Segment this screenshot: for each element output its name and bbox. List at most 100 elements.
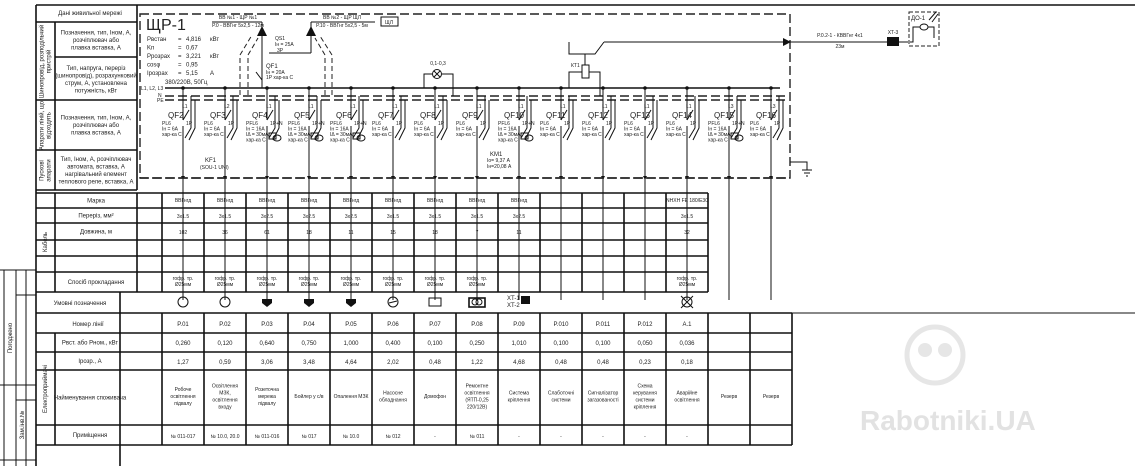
consumer-name: керування: [633, 391, 657, 397]
cable-row-label: Переріз, мм²: [78, 214, 113, 220]
param-unit: кВт: [210, 37, 219, 43]
breaker-poles: 1P: [396, 121, 403, 127]
breaker-phase: L1: [392, 104, 398, 110]
panel-voltage: 380/220В, 50Гц: [165, 80, 208, 86]
detector-icon: [919, 23, 929, 31]
line-number: P.010: [554, 322, 570, 328]
breaker-spec: Iн = 6А: [624, 127, 641, 133]
signal-lamp: 0,1-0,3: [423, 61, 454, 96]
consumer-name: Система: [509, 391, 529, 397]
group-busbar: Шинопровід, розподільчий пристрій: [38, 24, 52, 98]
breaker-spec: PL6: [204, 121, 213, 127]
consumer-name: 220/12В): [467, 405, 488, 411]
feeder-2-source: ВВ №2 - ЩР ЩЛ: [323, 15, 361, 21]
feeder-1-source: ВВ №1 - ЩР №1: [219, 15, 257, 21]
cable-method: гофр. тр.: [341, 276, 362, 282]
line-power: 1,000: [343, 341, 359, 347]
breaker-phase: L1: [560, 104, 566, 110]
breaker-spec: Iн = 6А: [204, 127, 221, 133]
breaker-poles: 1P+N: [270, 121, 283, 127]
breaker-spec: хар-ка C: [456, 132, 476, 138]
cable-mark: ВВГнгд: [217, 198, 233, 204]
line-power: 0,100: [553, 341, 569, 347]
breaker-spec: хар-ка С: [288, 138, 308, 144]
emergency-lamp-icon: [680, 295, 694, 309]
qs1-rating: Iн = 25А: [275, 42, 294, 48]
cable-length: 32: [684, 230, 690, 236]
feeder-2-cable: Р.10 - ВВГнг 5х2,5 - 5м: [316, 23, 368, 29]
breaker-spec: PFL6: [246, 121, 258, 127]
param-value: 0,67: [186, 46, 198, 52]
consumer-name: Резерв: [763, 394, 780, 400]
param-key: Iрозрах: [147, 71, 168, 77]
breaker-name: QF6: [336, 111, 352, 120]
breaker-spec: хар-ка C: [624, 132, 644, 138]
param-key: Pвстан: [147, 37, 166, 43]
cable-method: Ø25мм: [301, 282, 318, 288]
cable-method: гофр. тр.: [257, 276, 278, 282]
breaker-spec: хар-ка С: [246, 138, 266, 144]
consumer-name: Сигналізатор: [588, 391, 619, 397]
socket-icon: [346, 299, 356, 307]
cable-method: Ø25мм: [469, 282, 486, 288]
breaker-poles: 1P: [438, 121, 445, 127]
breaker-spec: PL6: [414, 121, 423, 127]
breaker-spec: хар-ка C: [666, 132, 686, 138]
qf1-char: 1P хар-ка С: [266, 75, 294, 81]
line-number: P.04: [303, 322, 315, 328]
relay-kt1: КТ1: [568, 38, 791, 96]
breaker-spec: хар-ка С: [708, 138, 728, 144]
param-eq: =: [178, 63, 182, 69]
param-eq: =: [178, 37, 182, 43]
breaker-spec: PL6: [162, 121, 171, 127]
consumer-name: входу: [218, 405, 232, 411]
param-key: Kп: [147, 46, 154, 52]
breaker-name: QF11: [546, 111, 566, 120]
cable-section: 3x1.5: [429, 214, 441, 220]
param-unit: кВт: [210, 54, 219, 60]
line-current: 0,23: [639, 360, 651, 366]
breaker-spec: Iн = 16А: [708, 127, 727, 133]
line-room: № 10.0: [343, 434, 360, 440]
breaker-name: QF16: [756, 111, 777, 120]
breaker-spec: PL6: [372, 121, 381, 127]
consumer-row-label: Найменування споживача: [54, 395, 127, 402]
group-consumers: Електроприймачі: [42, 365, 49, 413]
cable-length: 61: [264, 230, 270, 236]
cable-mark: NHXH FE 180/E30: [666, 198, 708, 204]
ground-icon: [790, 161, 812, 177]
breaker-name: QF15: [714, 111, 735, 120]
busbar-row2-label: потужність, кВт: [75, 88, 118, 94]
lamp-icon: [219, 296, 231, 308]
line-number: P.08: [471, 322, 483, 328]
breaker-phase: L1: [308, 104, 314, 110]
cable-method: гофр. тр.: [467, 276, 488, 282]
breaker-spec: Iн = 16А: [246, 127, 265, 133]
param-eq: =: [178, 71, 182, 77]
breaker-poles: 1P: [564, 121, 571, 127]
param-value: 5,15: [186, 71, 198, 77]
busbar-row2-label: струм, А, установлена: [65, 81, 128, 87]
cable-method: гофр. тр.: [677, 276, 698, 282]
line-number: A.1: [682, 322, 692, 328]
line-current: 2,02: [387, 360, 399, 366]
breaker-name: QF10: [504, 111, 525, 120]
line-current: 4,68: [513, 360, 525, 366]
breaker-spec: PFL6: [498, 121, 510, 127]
terminal-icon: XT-1XT-2: [507, 296, 530, 309]
breaker-name: QF14: [672, 111, 693, 120]
line-current: 0,48: [597, 360, 609, 366]
line-number: P.09: [513, 322, 525, 328]
lamp-icon: [177, 296, 189, 308]
breaker-spec: PL6: [750, 121, 759, 127]
cable-mark: ВВГнгд: [469, 198, 485, 204]
breaker-poles: 1P: [186, 121, 193, 127]
breaker-spec: хар-ка C: [372, 132, 392, 138]
breaker-phase: L1: [182, 104, 188, 110]
